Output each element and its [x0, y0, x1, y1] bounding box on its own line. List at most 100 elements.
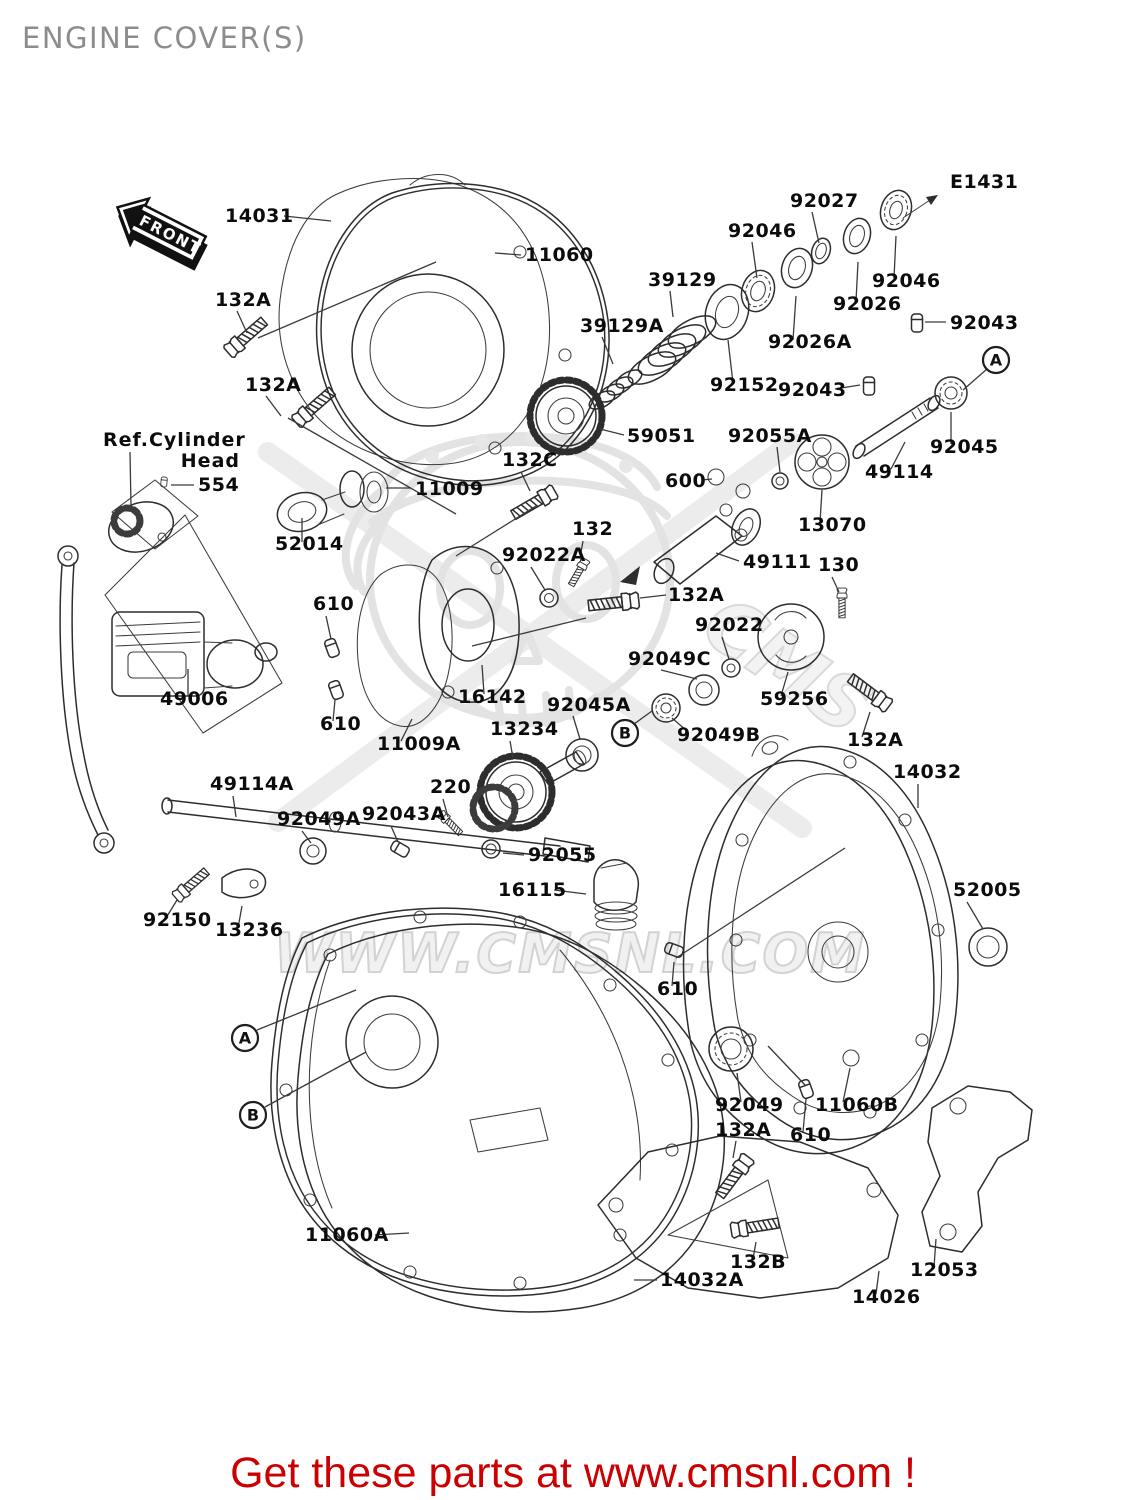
part-label-92045A: 92045A: [547, 694, 631, 716]
leader-line: [494, 252, 522, 256]
part-52014-elbow: [276, 491, 328, 533]
leader-line: [400, 718, 413, 742]
url-watermark-text: WWW.CMSNL.COM: [274, 922, 866, 985]
part-label-14026: 14026: [852, 1286, 921, 1308]
part-label-14031: 14031: [225, 205, 294, 227]
part-label-16142: 16142: [458, 686, 527, 708]
construction-line: [455, 505, 537, 557]
part-130-bolt: [836, 587, 848, 619]
leader-line: [893, 235, 897, 279]
part-92045A-seal: [572, 745, 592, 765]
bandana-dot: [619, 459, 633, 473]
cover-rib: [308, 949, 641, 1209]
leader-line: [374, 1232, 410, 1236]
part-92049B-bearing: [651, 693, 681, 723]
leader-line: [701, 478, 713, 481]
callout-circle-A: [230, 1023, 260, 1053]
part-label-13070: 13070: [798, 514, 867, 536]
part-92022A-nut: [539, 588, 559, 608]
leader-line: [855, 261, 859, 302]
part-11009-gasket: [359, 471, 389, 513]
part-92045A-seal: [565, 738, 599, 772]
part-label-14032: 14032: [893, 761, 962, 783]
part-92026-washer: [849, 224, 865, 248]
leader-line: [819, 489, 823, 523]
part-label-92049B: 92049B: [677, 724, 761, 746]
cover-hub: [821, 935, 855, 969]
part-label-11060: 11060: [525, 244, 594, 266]
part-label-92026: 92026: [833, 293, 902, 315]
callout-letter-B: B: [619, 724, 631, 743]
bolt-hole: [558, 348, 572, 362]
part-14032-cover: [706, 745, 959, 1141]
front-arrow-fill: [122, 203, 200, 255]
group-box: [104, 514, 283, 734]
callout-letter-B: B: [247, 1106, 259, 1125]
leader-line: [579, 540, 584, 559]
ref-cylinder-head-note: Head: [181, 450, 240, 472]
part-600-balls: [707, 468, 751, 542]
part-14031-gasket: [278, 178, 551, 466]
part-label-610: 610: [657, 978, 698, 1000]
part-label-49111: 49111: [743, 551, 812, 573]
ref-cylinder-head-note: Ref.Cylinder: [103, 429, 246, 451]
part-label-610: 610: [320, 713, 361, 735]
part-49006-breather: [111, 611, 278, 697]
part-92043-pin: [910, 313, 924, 333]
bolt-hole: [249, 879, 259, 889]
part-label-600: 600: [665, 470, 706, 492]
leader-line: [966, 901, 984, 930]
leader-line: [732, 1140, 737, 1159]
part-92049-bearing: [714, 1032, 748, 1066]
leader-line: [671, 961, 675, 987]
leader-line: [752, 1241, 757, 1260]
part-label-92049A: 92049A: [277, 808, 361, 830]
callout-circle-B: [238, 1100, 268, 1130]
part-label-92022A: 92022A: [502, 544, 586, 566]
leader-line: [715, 552, 740, 562]
part-label-39129A: 39129A: [580, 315, 664, 337]
leader-lines: [165, 211, 984, 1295]
part-92152-washer: [704, 283, 750, 341]
part-label-52014: 52014: [275, 533, 344, 555]
bolt-hole: [441, 685, 455, 699]
cover-center-bore: [351, 273, 505, 427]
part-52005-seal: [976, 935, 1000, 959]
e1431-arrow: [902, 197, 934, 219]
leader-line: [776, 446, 781, 473]
cover-hub: [807, 921, 869, 983]
part-label-92043: 92043: [778, 379, 847, 401]
part-92026-washer: [842, 217, 872, 255]
bolt-holes: [279, 910, 679, 1290]
ref-flange: [108, 501, 174, 553]
part-label-14032A: 14032A: [660, 1269, 744, 1291]
part-label-11009A: 11009A: [377, 733, 461, 755]
leader-line: [792, 295, 797, 341]
construction-line: [767, 1045, 807, 1087]
bolt-hole: [939, 1223, 957, 1241]
construction-line: [287, 417, 457, 515]
leader-line: [165, 899, 178, 919]
part-92022A-nut: [543, 592, 555, 604]
cover-boss: [469, 1107, 549, 1153]
part-92055A-oring: [775, 476, 785, 486]
part-label-49006: 49006: [160, 688, 229, 710]
skull-watermark-icon: [341, 432, 674, 731]
group-box: [111, 479, 199, 550]
part-49114-shaft: [852, 394, 941, 460]
part-92152-washer: [714, 295, 740, 329]
part-13070-rotor: [794, 434, 850, 490]
part-label-130: 130: [818, 554, 859, 576]
part-label-132: 132: [572, 518, 613, 540]
leader-line: [325, 615, 332, 640]
construction-lines: [129, 261, 846, 1087]
part-92043A-pin: [388, 838, 412, 860]
part-16115-plug: [593, 859, 640, 931]
part-label-13234: 13234: [490, 718, 559, 740]
part-label-92046: 92046: [728, 220, 797, 242]
part-label-92152: 92152: [710, 374, 779, 396]
leader-line: [962, 368, 988, 391]
bolt-hole: [513, 245, 527, 259]
leader-line: [481, 664, 485, 695]
